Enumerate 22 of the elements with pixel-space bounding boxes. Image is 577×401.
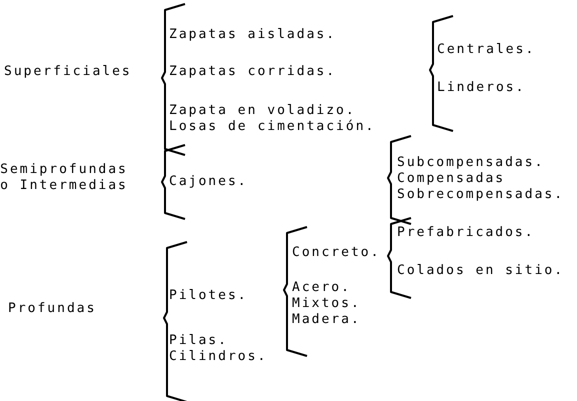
category-label: Madera.	[292, 312, 361, 328]
category-label: Sobrecompensadas.	[397, 187, 564, 203]
category-label: Concreto.	[292, 245, 380, 261]
category-label: Semiprofundas o Intermedias	[0, 162, 128, 194]
category-label: Cajones.	[169, 174, 248, 190]
category-label: Compensadas	[397, 171, 506, 187]
category-label: Linderos.	[437, 80, 526, 96]
category-label: Centrales.	[437, 42, 536, 58]
category-label: Pilotes.	[169, 288, 248, 304]
category-label: Zapata en voladizo.	[169, 103, 356, 119]
category-label: Profundas	[8, 301, 96, 317]
category-label: Zapatas aisladas.	[169, 27, 336, 43]
category-label: Losas de cimentación.	[169, 119, 376, 135]
category-label: Colados en sitio.	[397, 263, 564, 279]
category-label: Acero.	[292, 280, 351, 296]
category-label: Pilas.	[169, 333, 228, 349]
category-label: Mixtos.	[292, 296, 361, 312]
category-label: Zapatas corridas.	[169, 64, 336, 80]
category-label: Subcompensadas.	[397, 155, 544, 171]
category-label: Cilindros.	[169, 349, 268, 365]
category-label: Prefabricados.	[397, 225, 535, 241]
category-label: Superficiales	[4, 64, 132, 80]
